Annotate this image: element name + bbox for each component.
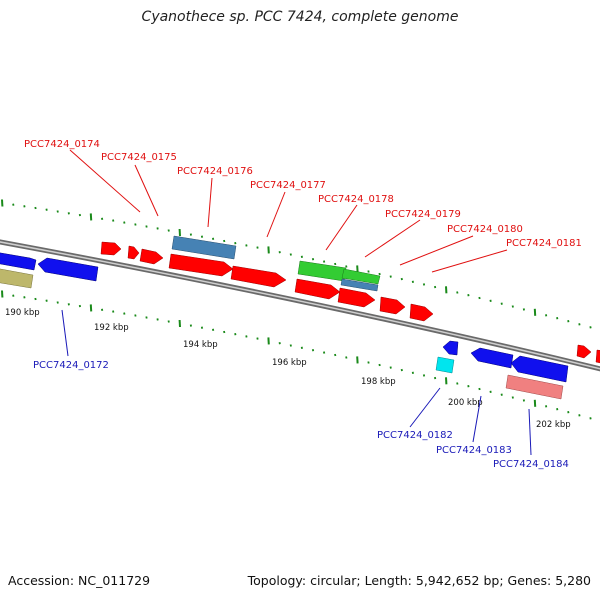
gene-arrow-forward[interactable]: [230, 265, 287, 288]
gene-arrow-forward[interactable]: [595, 349, 600, 364]
gene-label-reverse[interactable]: PCC7424_0182: [377, 430, 453, 441]
kbp-label: 196 kbp: [272, 358, 307, 368]
gene-label-forward[interactable]: PCC7424_0176: [177, 166, 253, 177]
reverse-leader-lines: [61, 309, 532, 456]
gene-arrow-reverse[interactable]: [442, 340, 459, 356]
gene-arrow-forward[interactable]: [168, 253, 234, 277]
genome-backbone-highlight: [0, 241, 600, 370]
upper-tick-row: [1, 199, 592, 329]
gene-arrow-forward[interactable]: [337, 287, 376, 308]
gene-block-khaki[interactable]: [0, 268, 34, 289]
kbp-label: 202 kbp: [536, 420, 571, 430]
gene-block-steelblue[interactable]: [340, 278, 379, 292]
forward-leader-lines: [69, 149, 508, 273]
gene-label-forward[interactable]: PCC7424_0178: [318, 194, 394, 205]
gene-arrow-reverse[interactable]: [0, 252, 37, 271]
accession-text: Accession: NC_011729: [8, 573, 151, 588]
genome-info-text: Topology: circular; Length: 5,942,652 bp…: [247, 573, 591, 588]
gene-arrow-forward[interactable]: [379, 296, 406, 315]
gene-label-reverse[interactable]: PCC7424_0172: [33, 360, 109, 371]
lower-tick-row: [1, 290, 592, 420]
gene-block-green[interactable]: [297, 260, 347, 282]
gene-block-cyan[interactable]: [435, 356, 455, 374]
gene-label-forward[interactable]: PCC7424_0177: [250, 180, 326, 191]
kbp-label: 198 kbp: [361, 377, 396, 387]
gene-arrow-forward[interactable]: [576, 344, 592, 359]
gene-label-forward[interactable]: PCC7424_0179: [385, 209, 461, 220]
gene-label-forward[interactable]: PCC7424_0180: [447, 224, 523, 235]
gene-arrow-forward[interactable]: [294, 278, 341, 300]
kbp-label: 190 kbp: [5, 308, 40, 318]
gene-label-reverse[interactable]: PCC7424_0183: [436, 445, 512, 456]
gene-block-steelblue[interactable]: [171, 235, 237, 260]
gene-block-green[interactable]: [341, 268, 381, 285]
gene-label-forward[interactable]: PCC7424_0181: [506, 238, 582, 249]
kbp-label: 194 kbp: [183, 340, 218, 350]
map-title: Cyanothece sp. PCC 7424, complete genome: [141, 9, 459, 25]
gene-block-pink[interactable]: [505, 374, 564, 400]
gene-label-forward[interactable]: PCC7424_0174: [24, 139, 100, 150]
gene-arrow-reverse[interactable]: [470, 347, 514, 369]
gene-label-forward[interactable]: PCC7424_0175: [101, 152, 177, 163]
gene-arrow-forward[interactable]: [409, 303, 434, 322]
kbp-label: 192 kbp: [94, 323, 129, 333]
gene-arrow-forward[interactable]: [100, 241, 122, 256]
gene-arrow-forward[interactable]: [139, 248, 164, 265]
gene-arrow-reverse[interactable]: [510, 355, 569, 383]
gene-arrow-forward[interactable]: [127, 245, 140, 260]
kbp-label: 200 kbp: [448, 398, 483, 408]
gene-arrow-reverse[interactable]: [37, 257, 99, 282]
gene-label-reverse[interactable]: PCC7424_0184: [493, 459, 569, 470]
